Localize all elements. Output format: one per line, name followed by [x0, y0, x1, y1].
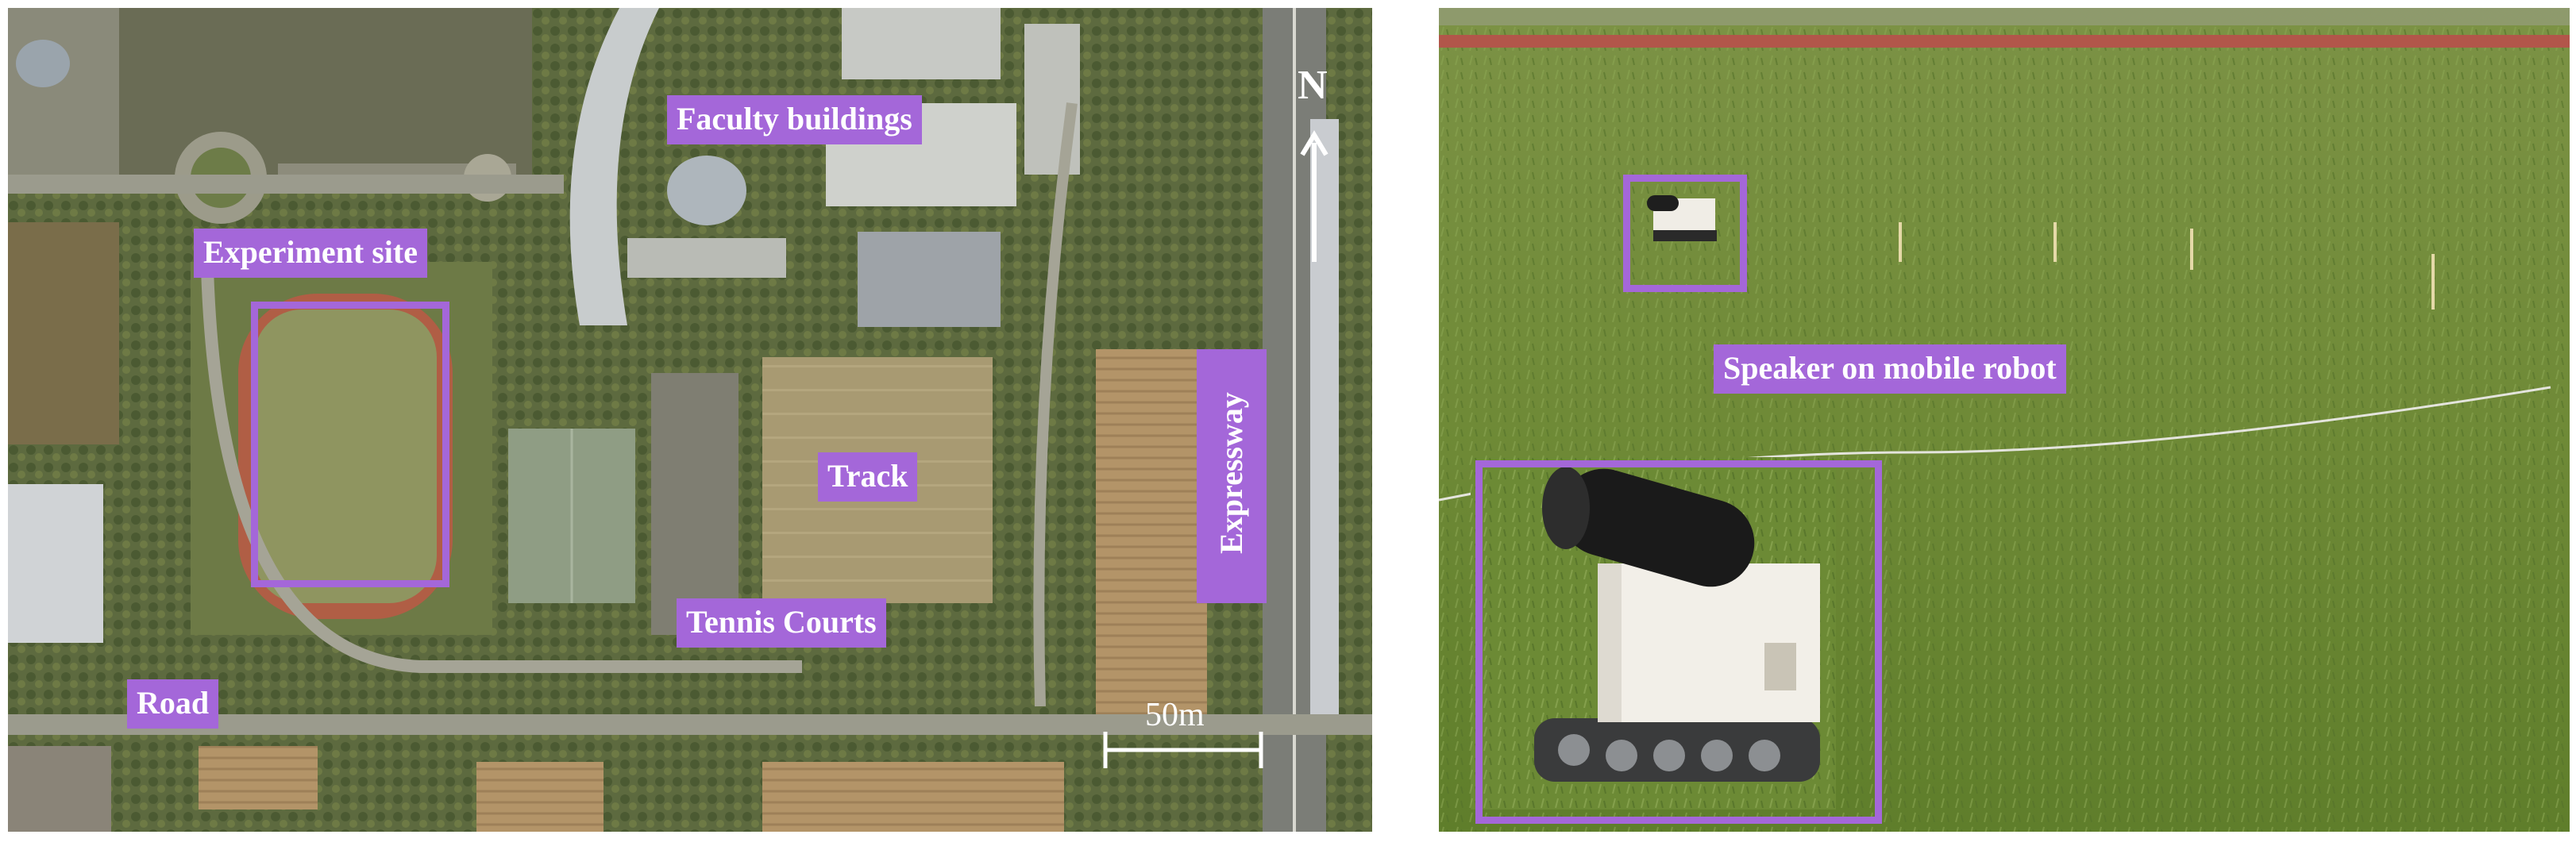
- north-label: N: [1298, 63, 1328, 108]
- field-photo: Speaker on mobile robot: [1439, 8, 2570, 832]
- tennis-courts-label: Tennis Courts: [677, 598, 886, 648]
- north-arrow-head: [1300, 130, 1328, 156]
- track-label: Track: [818, 452, 918, 502]
- experiment-site-outline: [251, 302, 449, 587]
- expressway-label: Expressway: [1197, 349, 1267, 603]
- robot-inset-box: [1475, 460, 1882, 824]
- field-imagery: [1439, 8, 2570, 832]
- aerial-map: Faculty buildings Experiment site Track …: [8, 8, 1372, 832]
- robot-highlight-box: [1623, 175, 1747, 292]
- faculty-buildings-label: Faculty buildings: [667, 95, 922, 144]
- experiment-site-label: Experiment site: [194, 229, 427, 278]
- speaker-robot-label: Speaker on mobile robot: [1714, 344, 2066, 394]
- scale-label: 50m: [1145, 697, 1205, 733]
- aerial-imagery: [8, 8, 1372, 832]
- road-label: Road: [127, 679, 219, 729]
